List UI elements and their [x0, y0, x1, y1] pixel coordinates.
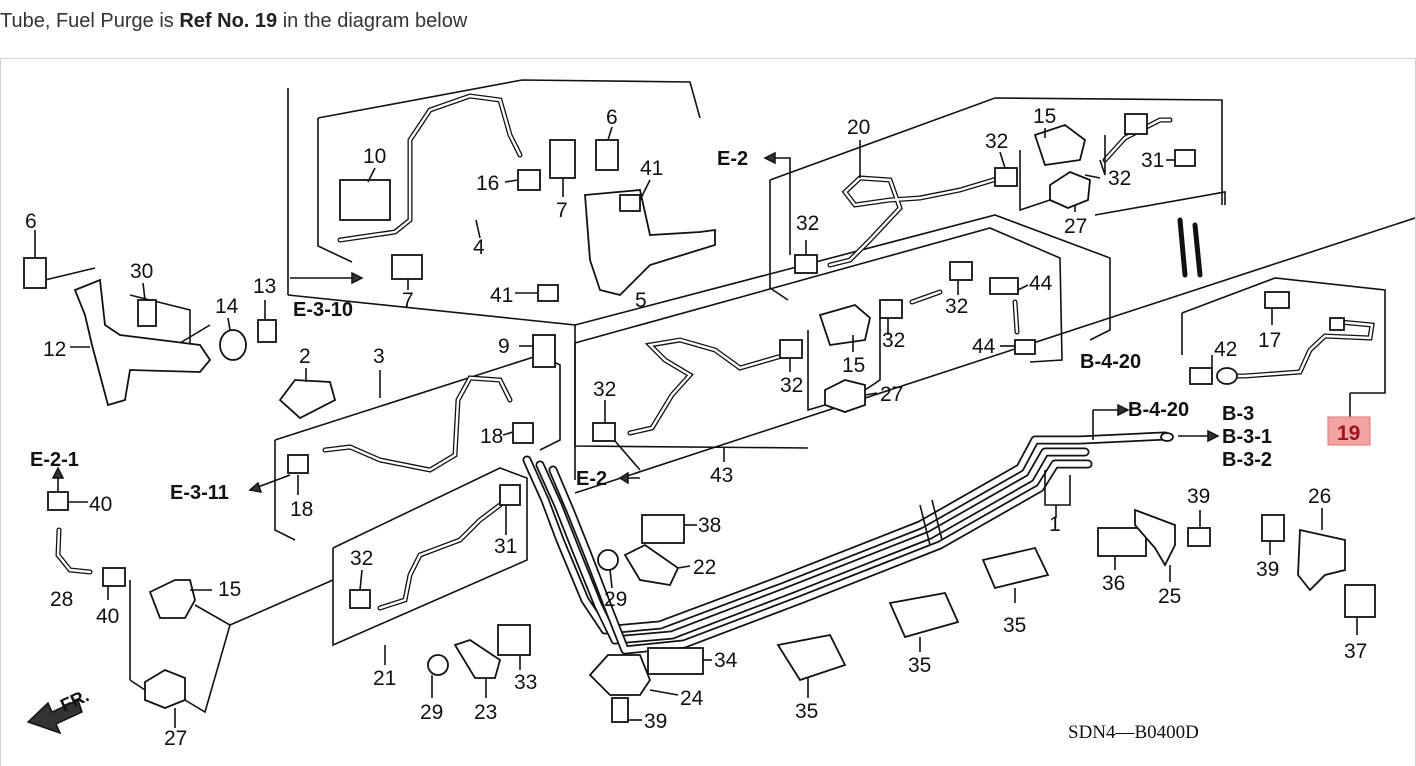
label-32h: 32: [593, 378, 616, 401]
label-10: 10: [363, 145, 386, 168]
label-38: 38: [698, 514, 721, 537]
label-32a: 32: [350, 547, 373, 570]
label-44b: 44: [972, 335, 996, 358]
label-27c: 27: [880, 383, 903, 406]
label-15b: 15: [1033, 105, 1056, 128]
label-12: 12: [43, 338, 66, 361]
label-41b: 41: [490, 284, 513, 307]
label-44a: 44: [1029, 272, 1053, 295]
label-40b: 40: [96, 605, 119, 628]
label-2: 2: [299, 345, 311, 368]
label-32e: 32: [945, 295, 968, 318]
label-37: 37: [1344, 640, 1367, 663]
label-6: 6: [25, 210, 37, 233]
label-32d: 32: [1108, 167, 1131, 190]
label-42: 42: [1214, 338, 1237, 361]
label-21: 21: [373, 667, 396, 690]
label-14: 14: [215, 295, 239, 318]
section-labels: E-2 E-3-10 E-2-1 E-3-11 E-2 B-4-20 B-4-2…: [30, 148, 1272, 504]
label-7: 7: [402, 289, 414, 312]
label-35a: 35: [795, 700, 818, 723]
label-18b: 18: [480, 425, 503, 448]
ref-b-3-1: B-3-1: [1222, 426, 1272, 448]
label-32b: 32: [796, 212, 819, 235]
label-30: 30: [130, 260, 153, 283]
label-16: 16: [476, 172, 499, 195]
label-23: 23: [474, 701, 497, 724]
ref-e-2-1: E-2-1: [30, 449, 79, 471]
fuel-line-bundle: [522, 431, 1174, 655]
highlight-19: 19: [1327, 416, 1371, 446]
label-15a: 15: [218, 578, 241, 601]
label-3: 3: [373, 345, 385, 368]
caption: Tube, Fuel Purge is Ref No. 19 in the di…: [0, 10, 467, 33]
ref-b-4-20-b: B-4-20: [1128, 399, 1189, 421]
ref-b-3-2: B-3-2: [1222, 449, 1272, 471]
hoses: [55, 93, 1203, 611]
ref-e-3-11: E-3-11: [170, 482, 229, 504]
caption-suffix: in the diagram below: [277, 10, 468, 32]
label-26: 26: [1308, 485, 1331, 508]
ref-b-3: B-3: [1222, 403, 1254, 425]
label-32g: 32: [780, 374, 803, 397]
ref-e-2-top: E-2: [717, 148, 748, 170]
label-24: 24: [680, 687, 704, 710]
label-32c: 32: [985, 130, 1008, 153]
label-40: 40: [89, 493, 112, 516]
caption-prefix: Tube, Fuel Purge is: [0, 10, 180, 32]
label-9: 9: [498, 335, 510, 358]
label-27b: 27: [1064, 215, 1087, 238]
components: [23, 113, 1376, 723]
label-29a: 29: [420, 701, 443, 724]
label-17: 17: [1258, 329, 1281, 352]
label-15c: 15: [842, 354, 865, 377]
label-35b: 35: [908, 654, 931, 677]
label-5: 5: [635, 289, 647, 312]
label-13: 13: [253, 275, 276, 298]
purge-tube-19: [1216, 317, 1375, 385]
label-7b: 7: [556, 199, 568, 222]
label-35c: 35: [1003, 614, 1026, 637]
leader-lines: [34, 126, 1358, 728]
section-arrows: [26, 151, 1220, 735]
label-36: 36: [1102, 572, 1125, 595]
diagram-code: SDN4—B0400D: [1068, 722, 1199, 743]
label-25: 25: [1158, 585, 1181, 608]
part-labels: 6 12 30 14 13 10 4 7 16 7 6 41 41 5 9 2 …: [25, 105, 1367, 750]
label-41: 41: [640, 157, 663, 180]
label-34: 34: [714, 649, 738, 672]
label-43: 43: [710, 464, 733, 487]
caption-ref: Ref No. 19: [179, 10, 278, 32]
label-39a: 39: [644, 710, 667, 733]
ref-e-2-bottom: E-2: [576, 468, 607, 490]
label-27a: 27: [164, 727, 187, 750]
label-20: 20: [847, 116, 870, 139]
label-33: 33: [514, 671, 537, 694]
label-18: 18: [290, 498, 313, 521]
label-4: 4: [473, 236, 485, 259]
ref-b-4-20-a: B-4-20: [1080, 351, 1141, 373]
label-29b: 29: [604, 588, 627, 611]
ref-e-3-10: E-3-10: [293, 299, 353, 321]
label-28: 28: [50, 588, 73, 611]
label-22: 22: [693, 556, 716, 579]
label-19: 19: [1337, 422, 1360, 445]
label-31b: 31: [1141, 149, 1164, 172]
label-31: 31: [494, 535, 517, 558]
label-39b: 39: [1187, 485, 1210, 508]
label-39c: 39: [1256, 558, 1279, 581]
group-outlines: [44, 79, 1416, 647]
label-6b: 6: [606, 106, 618, 129]
label-1: 1: [1049, 513, 1061, 536]
label-32f: 32: [882, 329, 905, 352]
